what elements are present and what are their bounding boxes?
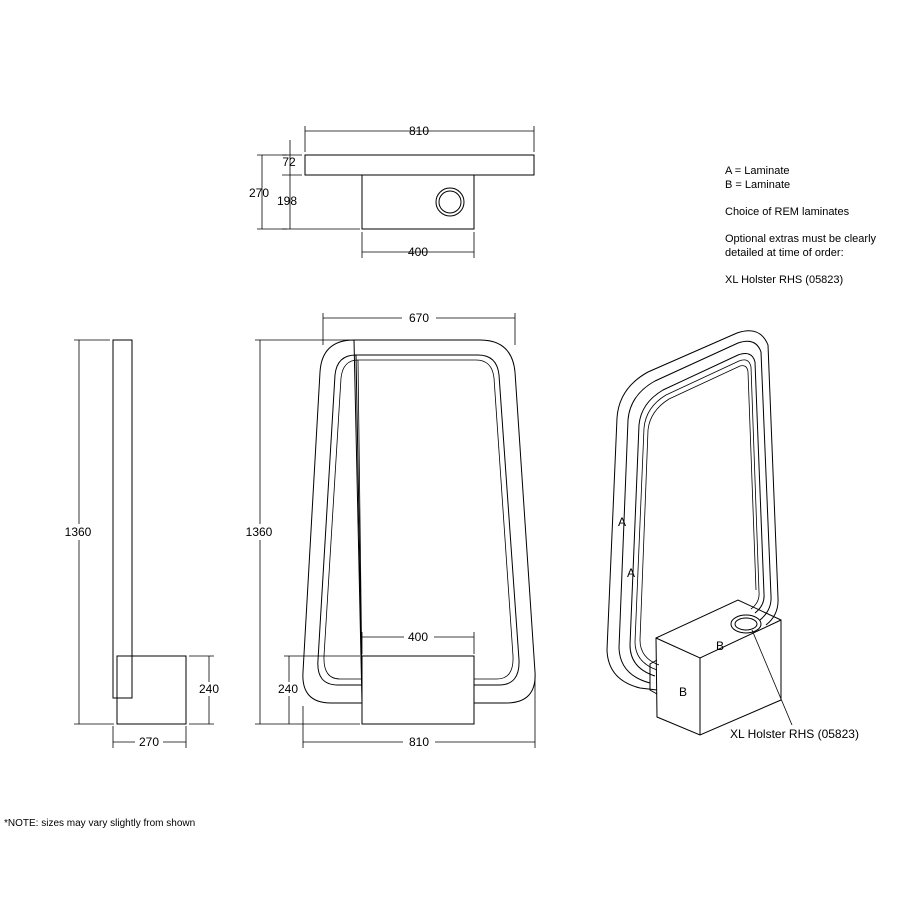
side-panel bbox=[112, 339, 133, 699]
label-a-lower: A bbox=[627, 566, 635, 580]
iso-holster-outer bbox=[730, 614, 762, 634]
label-holster-callout: XL Holster RHS (05823) bbox=[730, 727, 859, 741]
label-a-upper: A bbox=[618, 515, 626, 529]
label-b-top: B bbox=[716, 639, 724, 653]
dim-plan-total-depth: 270 bbox=[249, 186, 269, 200]
dim-side-block-height: 240 bbox=[199, 682, 219, 696]
dim-plan-width: 810 bbox=[409, 124, 429, 138]
dim-plan-block-depth: 198 bbox=[277, 194, 297, 208]
iso-frame-outer bbox=[606, 330, 779, 691]
dim-front-base-width: 810 bbox=[409, 735, 429, 749]
iso-block bbox=[655, 599, 782, 736]
front-frame-inner-lip bbox=[323, 359, 514, 680]
plan-holster-inner bbox=[438, 190, 462, 214]
iso-frame-inner-3 bbox=[639, 365, 757, 666]
front-view: 670 1360 240 400 810 bbox=[241, 311, 536, 749]
plan-view: 810 72 198 270 400 bbox=[249, 124, 535, 259]
dim-front-block-height: 240 bbox=[278, 682, 298, 696]
dim-side-height: 1360 bbox=[65, 525, 92, 539]
plan-holster-outer bbox=[435, 187, 465, 217]
front-frame-outer bbox=[302, 339, 536, 704]
note-line-holster: XL Holster RHS (05823) bbox=[725, 274, 844, 286]
dim-front-block-width: 400 bbox=[408, 630, 428, 644]
isometric-view: A A B B XL Holster RHS (05823) bbox=[606, 330, 859, 741]
note-line-laminates: Choice of REM laminates bbox=[725, 206, 850, 218]
label-b-side: B bbox=[679, 685, 687, 699]
dim-plan-top-depth: 72 bbox=[282, 155, 296, 169]
iso-frame-inner bbox=[629, 353, 765, 677]
dim-front-top-width: 670 bbox=[409, 311, 429, 325]
iso-frame-inner-2 bbox=[634, 359, 760, 671]
notes-panel: A = Laminate B = Laminate Choice of REM … bbox=[725, 164, 895, 287]
note-line-a: A = Laminate bbox=[725, 165, 790, 177]
iso-holster-inner bbox=[734, 617, 758, 631]
plan-top-slab bbox=[304, 154, 535, 176]
front-block bbox=[361, 655, 475, 725]
side-block bbox=[116, 655, 187, 725]
dim-side-depth: 270 bbox=[139, 735, 159, 749]
plan-block bbox=[361, 174, 475, 230]
front-frame-inner bbox=[317, 354, 520, 686]
footnote: *NOTE: sizes may vary slightly from show… bbox=[4, 818, 196, 829]
note-line-optional-1: Optional extras must be clearly bbox=[725, 233, 877, 245]
note-line-optional-2: detailed at time of order: bbox=[725, 247, 844, 259]
side-view: 1360 240 270 bbox=[60, 339, 222, 749]
iso-frame-outer-2 bbox=[618, 340, 772, 684]
note-line-b: B = Laminate bbox=[725, 179, 791, 191]
dim-front-height: 1360 bbox=[246, 525, 273, 539]
dim-plan-block-width: 400 bbox=[408, 245, 428, 259]
